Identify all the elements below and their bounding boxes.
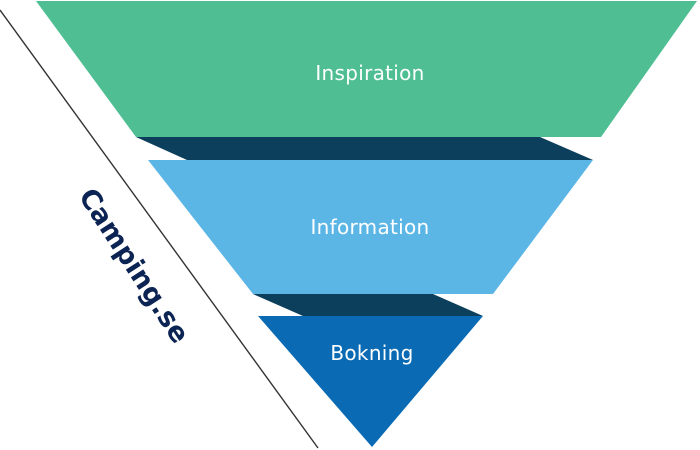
brand-label: Camping.se [72, 183, 195, 349]
funnel-shadow-band-2 [253, 294, 483, 316]
funnel-stage-inspiration [36, 1, 697, 137]
funnel-shadow-band-1 [136, 137, 593, 160]
stage-label-information: Information [310, 215, 429, 239]
funnel-stage-bokning [258, 316, 483, 447]
funnel-stage-information [148, 160, 593, 294]
stage-label-bokning: Bokning [330, 341, 413, 365]
diagonal-divider [0, 9, 319, 449]
stage-label-inspiration: Inspiration [315, 61, 424, 85]
